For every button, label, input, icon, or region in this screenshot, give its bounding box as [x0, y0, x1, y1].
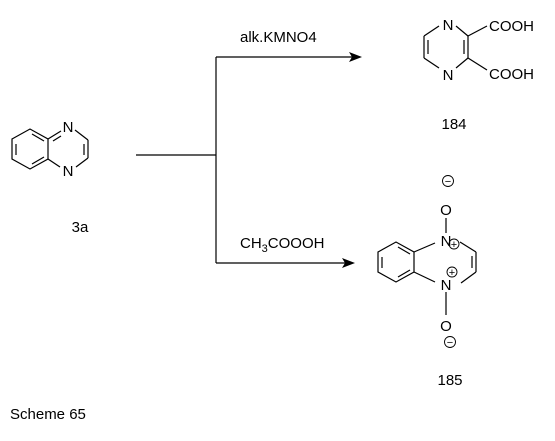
- product-185-plus-circle: [448, 238, 460, 250]
- reagent-bottom-rest: COOOH: [268, 235, 325, 252]
- product-184-bond: [455, 25, 469, 37]
- reactant-n-top: N: [63, 119, 74, 136]
- reactant-bond: [47, 130, 62, 140]
- product-185-label: 185: [437, 372, 462, 389]
- product-185-minus-circle: [444, 336, 456, 348]
- reactant-double-bond: [31, 156, 45, 165]
- reagent-top: alk.KMNO4: [240, 29, 317, 46]
- reactant-double-bond: [52, 135, 62, 142]
- reactant-bond: [74, 129, 89, 141]
- product-184-label: 184: [441, 116, 466, 133]
- product-185-bond: [413, 271, 436, 283]
- product-185-minus-circle: [442, 175, 454, 187]
- product-185-o-top: O: [440, 202, 452, 219]
- product-184-cooh-top: COOH: [489, 18, 534, 35]
- product-185-o-bottom: O: [440, 318, 452, 335]
- product-185-bond: [413, 242, 436, 253]
- reactant-benzene-ring: [11, 128, 49, 170]
- product-185-n-top: N: [441, 233, 452, 250]
- product-184-n-bottom: N: [443, 67, 454, 84]
- reactant-label: 3a: [72, 219, 89, 236]
- product-185-plus-top: +: [451, 239, 457, 251]
- reactant-double-bond: [31, 133, 45, 142]
- product-185-benzene-ring: [377, 241, 415, 283]
- product-185-minus-bottom: −: [447, 337, 453, 349]
- arrow-bottom-head: [342, 258, 355, 268]
- product-185-plus-circle: [446, 266, 458, 278]
- product-185-double-bond: [397, 246, 411, 255]
- product-quinoxaline-dioxide: N N + + O O − −: [377, 175, 477, 349]
- product-185-double-bond: [397, 269, 411, 278]
- product-184-bond: [455, 57, 469, 69]
- scheme-caption: Scheme 65: [10, 406, 86, 423]
- product-185-plus-bottom: +: [449, 267, 455, 279]
- reagent-bottom: CH3COOOH: [240, 235, 324, 255]
- reagent-bottom-ch: CH: [240, 235, 262, 252]
- product-185-minus-top: −: [445, 176, 451, 188]
- reactant-quinoxaline: N N: [11, 119, 89, 180]
- reagent-bottom-subscript: 3: [262, 243, 268, 255]
- product-185-bond: [460, 271, 477, 284]
- branching-arrows: [136, 52, 362, 268]
- product-185-n-bottom: N: [441, 277, 452, 294]
- product-184-cooh-bottom: COOH: [489, 66, 534, 83]
- product-184-cooh-bond: [467, 25, 488, 37]
- product-184-bond: [423, 57, 440, 69]
- arrow-top-head: [349, 52, 362, 62]
- product-184-bond: [423, 25, 440, 37]
- reactant-bond: [47, 158, 61, 168]
- reactant-n-bottom: N: [63, 163, 74, 180]
- product-185-bond: [459, 241, 477, 253]
- product-184-cooh-bond: [467, 57, 488, 71]
- product-184-n-top: N: [443, 17, 454, 34]
- product-pyrazine-dicarboxylic-acid: N N COOH COOH: [423, 17, 534, 84]
- reactant-bond: [75, 157, 89, 168]
